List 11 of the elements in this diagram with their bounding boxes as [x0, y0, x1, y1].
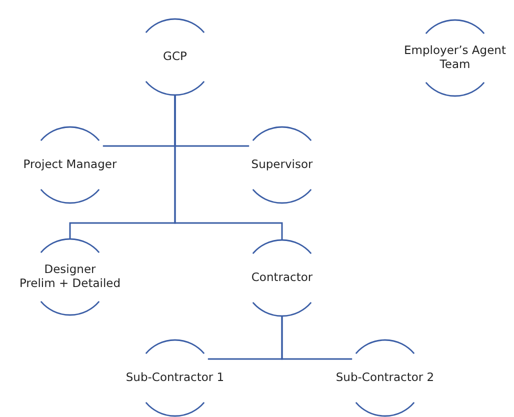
node-label: Employer’s Agent Team	[403, 44, 507, 72]
node-label: Designer	[44, 263, 96, 277]
node-label: GCP	[163, 50, 187, 64]
node-label: Sub-Contractor 2	[336, 371, 434, 385]
node-label: Sub-Contractor 1	[126, 371, 224, 385]
node-label: Contractor	[251, 271, 313, 285]
node-label: Prelim + Detailed	[19, 277, 121, 291]
connector-line	[174, 95, 283, 240]
connector-line	[281, 316, 352, 360]
node-label: Project Manager	[23, 158, 117, 172]
node-label: Supervisor	[251, 158, 313, 172]
